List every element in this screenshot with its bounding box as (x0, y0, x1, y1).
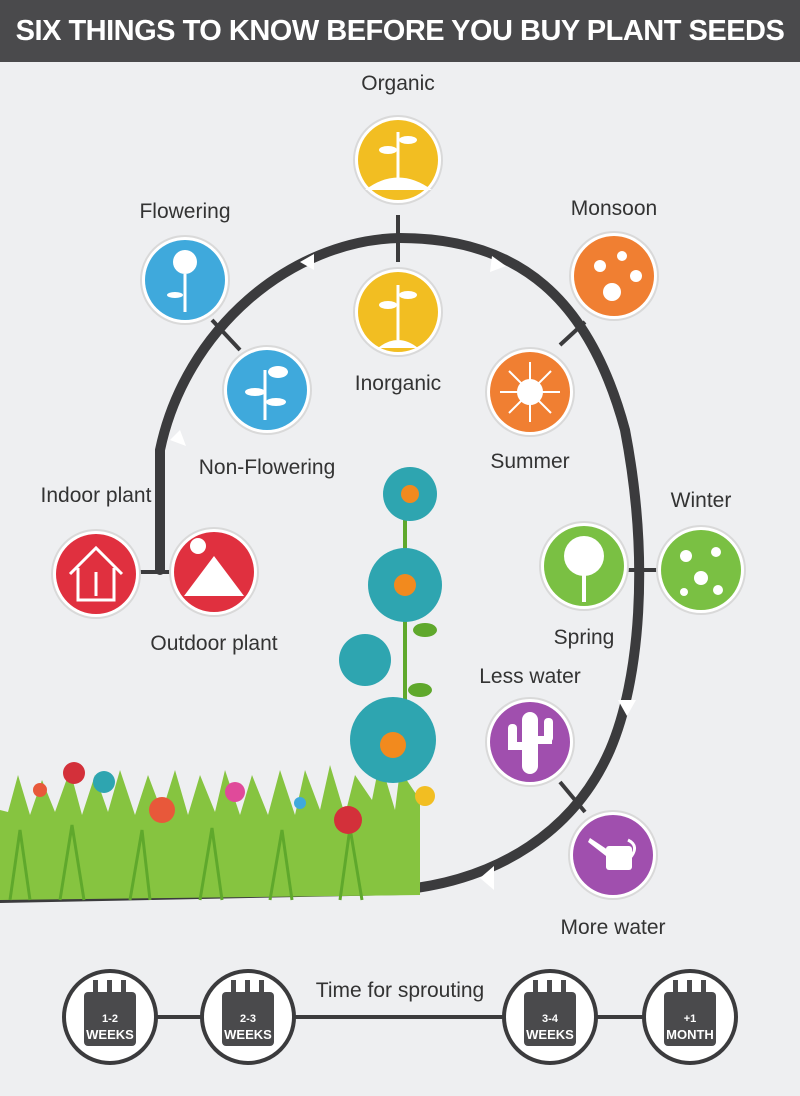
node-winter: Winter (656, 489, 746, 615)
snowflakes-icon (680, 547, 723, 596)
inorganic-label: Inorganic (355, 372, 441, 395)
node-indoor: Indoor plant (41, 484, 152, 619)
badge-2-3-weeks: 2-3 WEEKS (200, 969, 296, 1065)
house-plant-icon (68, 545, 124, 602)
organic-label: Organic (361, 72, 435, 95)
seedling-icon (378, 285, 418, 348)
less-water-label: Less water (479, 665, 581, 688)
sun-icon (500, 362, 560, 422)
cactus-icon (508, 712, 553, 774)
blossom-tree-icon (564, 536, 604, 602)
mountain-sun-icon (184, 538, 244, 596)
path-arrow (300, 254, 314, 270)
node-less-water: Less water (479, 665, 581, 787)
path-arrow (480, 866, 494, 890)
path-arrow (490, 256, 506, 272)
cycle-path (0, 232, 645, 903)
non-flowering-label: Non-Flowering (199, 456, 336, 479)
outdoor-label: Outdoor plant (150, 632, 277, 655)
monsoon-label: Monsoon (571, 197, 657, 220)
leafy-plant-icon (245, 366, 288, 420)
node-non-flowering: Non-Flowering (199, 345, 336, 479)
svg-text:+1: +1 (684, 1013, 697, 1025)
svg-text:3-4: 3-4 (542, 1013, 559, 1025)
node-organic: Organic (353, 72, 443, 205)
svg-text:2-3: 2-3 (240, 1013, 256, 1025)
svg-text:WEEKS: WEEKS (224, 1027, 272, 1042)
page-title: SIX THINGS TO KNOW BEFORE YOU BUY PLANT … (15, 15, 785, 47)
node-outdoor: Outdoor plant (150, 527, 278, 655)
more-water-label: More water (560, 916, 665, 939)
flower-icon (167, 250, 197, 312)
svg-text:MONTH: MONTH (666, 1027, 714, 1042)
timeline-label: Time for sprouting (316, 979, 484, 1002)
node-spring: Spring (539, 521, 629, 649)
path-arrow (170, 430, 186, 446)
seedling-in-soil-icon (365, 132, 432, 190)
flowering-label: Flowering (139, 200, 230, 223)
path-arrow (618, 700, 636, 716)
node-inorganic: Inorganic (353, 267, 443, 395)
svg-text:WEEKS: WEEKS (526, 1027, 574, 1042)
node-summer: Summer (485, 347, 575, 473)
svg-text:WEEKS: WEEKS (86, 1027, 134, 1042)
indoor-label: Indoor plant (41, 484, 152, 507)
spring-label: Spring (554, 626, 615, 649)
garden-illustration (0, 467, 442, 901)
raindrops-icon (594, 251, 642, 301)
sprouting-timeline: Time for sprouting 1-2 WEEKS 2-3 WEEKS 3… (62, 969, 738, 1065)
watering-can-icon (588, 838, 636, 870)
svg-text:1-2: 1-2 (102, 1013, 118, 1025)
node-more-water: More water (560, 810, 666, 939)
node-monsoon: Monsoon (569, 197, 659, 321)
node-flowering: Flowering (139, 200, 231, 325)
summer-label: Summer (490, 450, 569, 473)
title-bar (0, 0, 800, 62)
badge-1-month: +1 MONTH (642, 969, 738, 1065)
winter-label: Winter (671, 489, 732, 512)
badge-1-2-weeks: 1-2 WEEKS (62, 969, 158, 1065)
badge-3-4-weeks: 3-4 WEEKS (502, 969, 598, 1065)
